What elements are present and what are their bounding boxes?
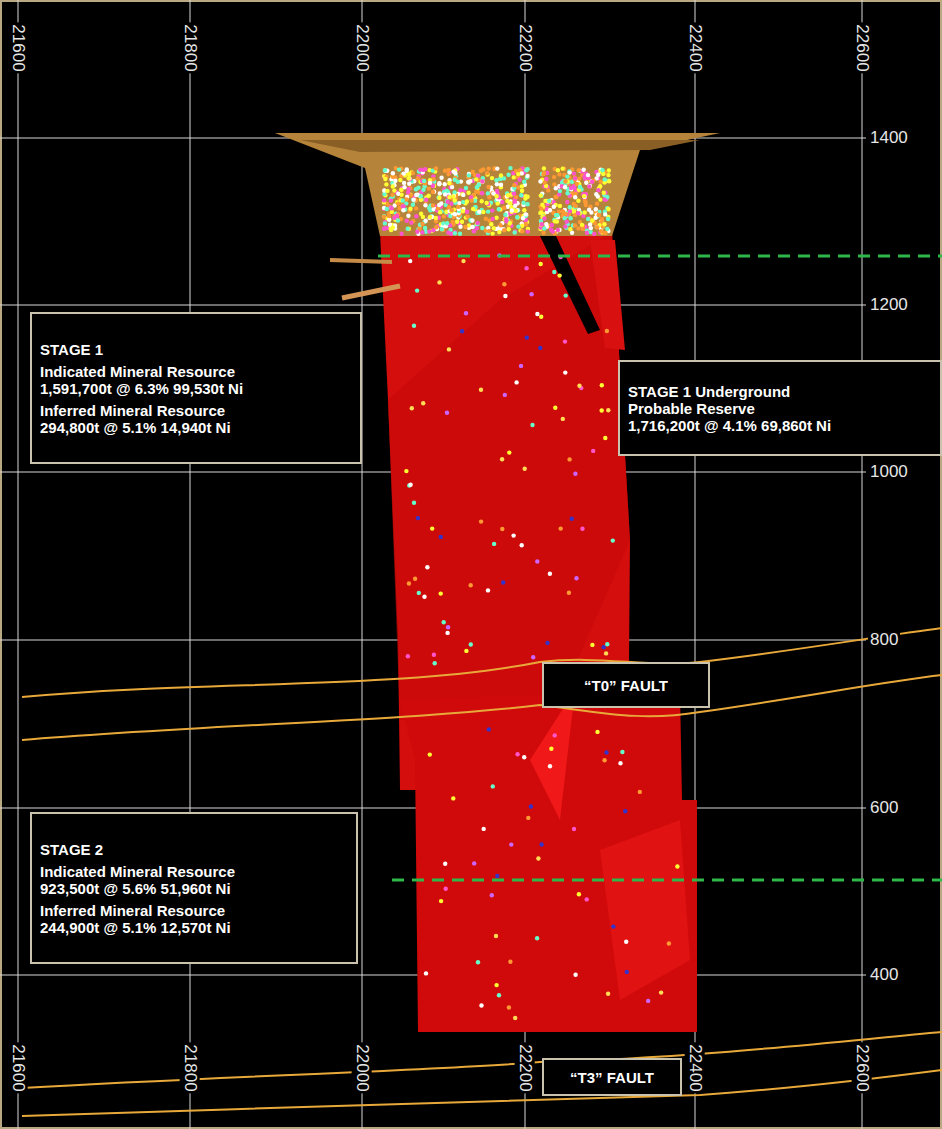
axis-label: 1000 [868,462,910,482]
box-text: STAGE 2 [40,841,348,858]
axis-label: 22400 [685,1042,705,1093]
axis-label: 22200 [515,22,535,73]
axis-label: 600 [868,798,900,818]
resource-box: STAGE 1 UndergroundProbable Reserve1,716… [618,360,942,456]
resource-box: STAGE 2 Indicated Mineral Resource923,500… [30,812,358,964]
box-text: Probable Reserve [628,400,932,417]
axis-label: 22600 [852,1042,872,1093]
box-text: Indicated Mineral Resource [40,863,348,880]
box-text: STAGE 1 [40,341,352,358]
fault-label-box: “T3” FAULT [542,1058,682,1096]
axis-label: 22600 [852,22,872,73]
axis-label: 21600 [8,1042,28,1093]
axis-label: 21800 [180,22,200,73]
axis-label: 22000 [352,22,372,73]
box-text: 294,800t @ 5.1% 14,940t Ni [40,419,352,436]
axis-label: 1200 [868,295,910,315]
box-text: Inferred Mineral Resource [40,902,348,919]
axis-label: 21800 [180,1042,200,1093]
axis-label: 21600 [8,22,28,73]
box-text: 244,900t @ 5.1% 12,570t Ni [40,919,348,936]
axis-label: 22000 [352,1042,372,1093]
box-text: STAGE 1 Underground [628,383,932,400]
fault-label-box: “T0” FAULT [542,662,710,708]
axis-label: 22400 [685,22,705,73]
box-text: Inferred Mineral Resource [40,402,352,419]
box-text: “T3” FAULT [570,1069,654,1086]
box-text: 1,716,200t @ 4.1% 69,860t Ni [628,417,932,434]
axis-label: 400 [868,965,900,985]
box-text: 1,591,700t @ 6.3% 99,530t Ni [40,380,352,397]
box-text: “T0” FAULT [584,677,668,694]
resource-box: STAGE 1 Indicated Mineral Resource1,591,7… [30,312,362,464]
axis-label: 800 [868,630,900,650]
axis-label: 22200 [515,1042,535,1093]
box-text: 923,500t @ 5.6% 51,960t Ni [40,880,348,897]
axis-label: 1400 [868,128,910,148]
box-text: Indicated Mineral Resource [40,363,352,380]
